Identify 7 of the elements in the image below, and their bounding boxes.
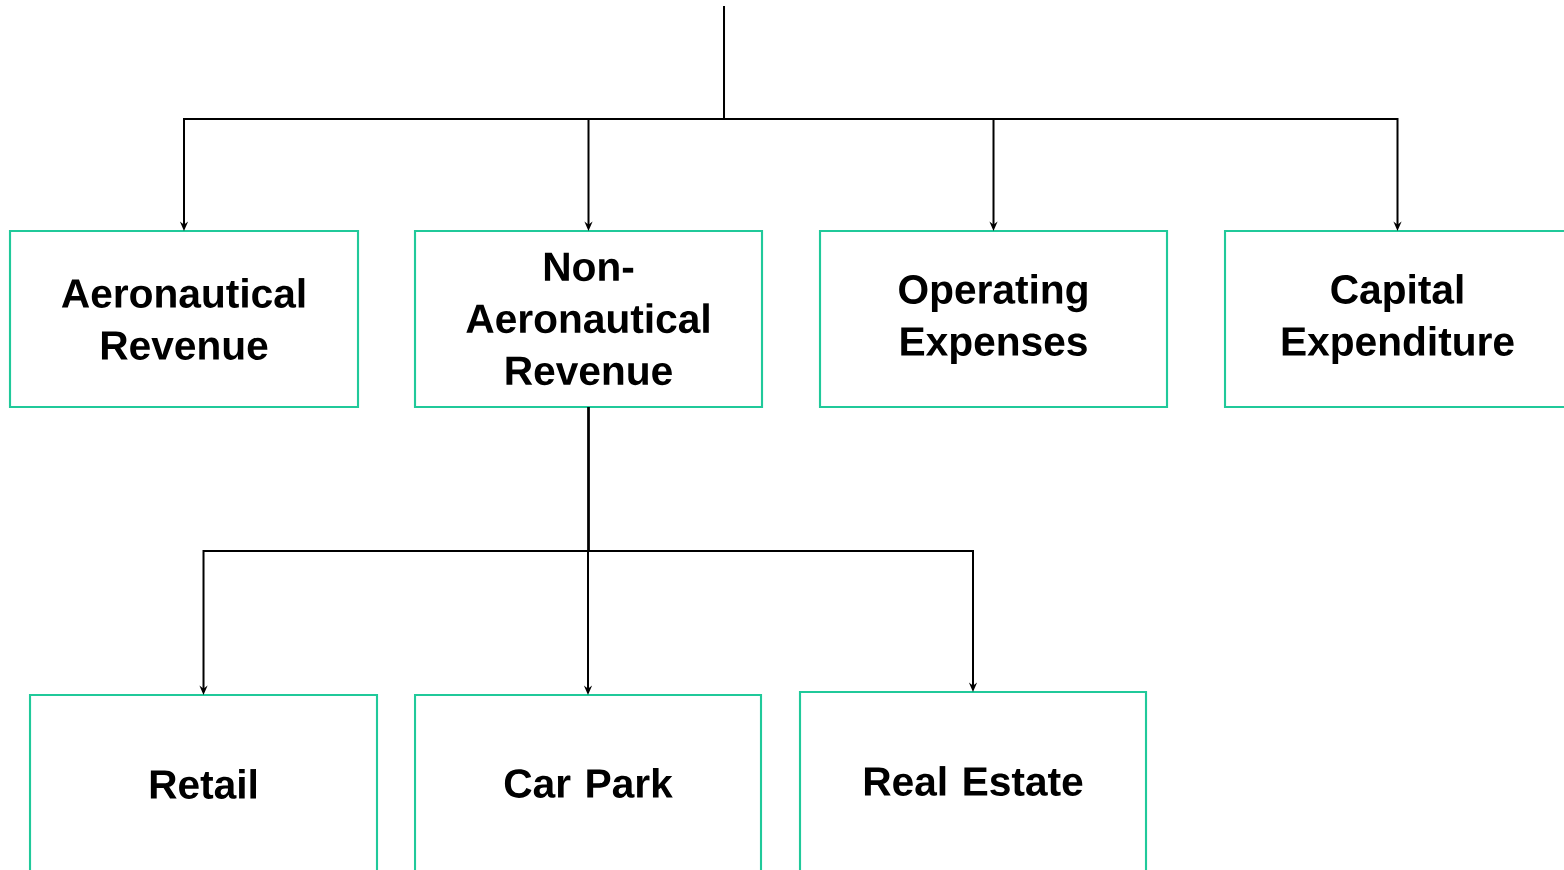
box: Operating Expenses xyxy=(818,229,1169,409)
box: Non-Aeronautical Revenue xyxy=(413,229,764,409)
box: Retail xyxy=(28,693,379,870)
box: Real Estate xyxy=(798,690,1148,870)
box: Capital Expenditure xyxy=(1223,229,1564,409)
box: Car Park xyxy=(413,693,763,870)
box: Aeronautical Revenue xyxy=(8,229,360,409)
